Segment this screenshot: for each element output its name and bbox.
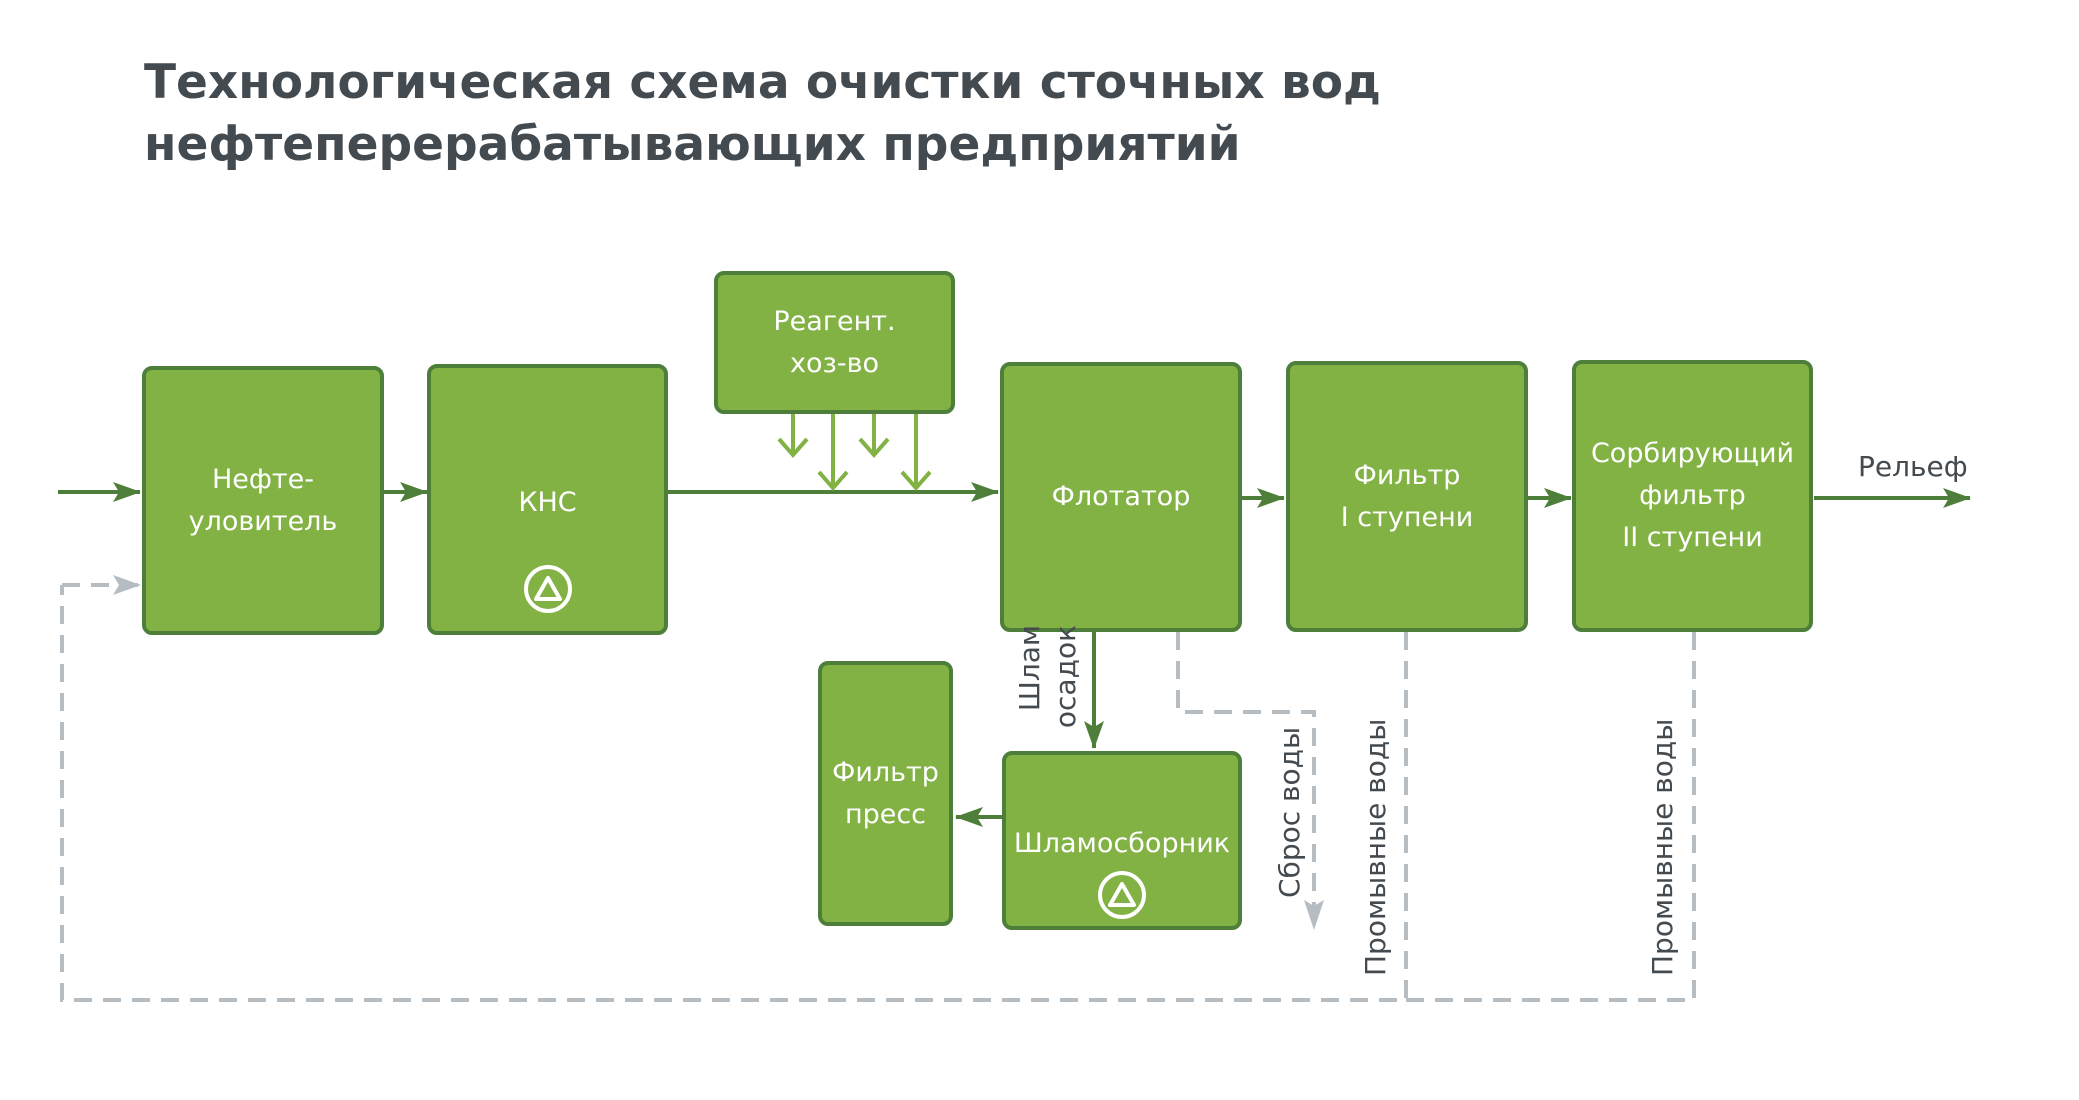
diagram-title: Технологическая схема очистки сточных во… bbox=[144, 52, 1381, 176]
sludge-collector-label: Шламосборник bbox=[1013, 828, 1231, 859]
oil-trap-label: Нефте- уловитель bbox=[188, 463, 338, 537]
discharge-line bbox=[1176, 632, 1316, 914]
title-line-1: Технологическая схема очистки сточных во… bbox=[144, 55, 1382, 110]
sorb-filter-box: Сорбирующий фильтр II ступени bbox=[1572, 360, 1813, 632]
outflow-label: Рельеф bbox=[1858, 450, 1968, 483]
oil-trap-box: Нефте- уловитель bbox=[142, 366, 384, 635]
sludge-collector-box: Шламосборник bbox=[1002, 751, 1242, 930]
discharge-arrow-head bbox=[1304, 900, 1324, 930]
reagent-box: Реагент. хоз-во bbox=[714, 271, 955, 414]
filter-press-label: Фильтр пресс bbox=[832, 756, 939, 830]
pump-station-box: КНС bbox=[427, 364, 668, 635]
pump-station-label: КНС bbox=[518, 487, 577, 518]
return-lines bbox=[60, 585, 1696, 1002]
reagent-dosing-arrows bbox=[777, 414, 932, 492]
flotator-label: Флотатор bbox=[1051, 481, 1191, 512]
flotator-box: Флотатор bbox=[1000, 362, 1242, 632]
pump-icon bbox=[1098, 871, 1146, 919]
sorb-filter-label: Сорбирующий фильтр II ступени bbox=[1590, 438, 1795, 553]
return-line-main bbox=[60, 585, 1408, 1002]
pump-icon bbox=[523, 565, 572, 613]
filter1-label: Фильтр I ступени bbox=[1340, 459, 1474, 533]
return-line-sorb bbox=[1406, 632, 1696, 1002]
title-line-2: нефтеперерабатывающих предприятий bbox=[144, 117, 1241, 172]
wash-water-label-2: Промывные воды bbox=[1646, 718, 1679, 976]
discharge-label: Сброс воды bbox=[1273, 726, 1306, 898]
filter-press-box: Фильтр пресс bbox=[818, 661, 953, 926]
sludge-label: Шлам осадок bbox=[1013, 625, 1082, 729]
filter1-box: Фильтр I ступени bbox=[1286, 361, 1528, 632]
wash-water-label-1: Промывные воды bbox=[1359, 718, 1392, 976]
reagent-label: Реагент. хоз-во bbox=[773, 305, 896, 379]
